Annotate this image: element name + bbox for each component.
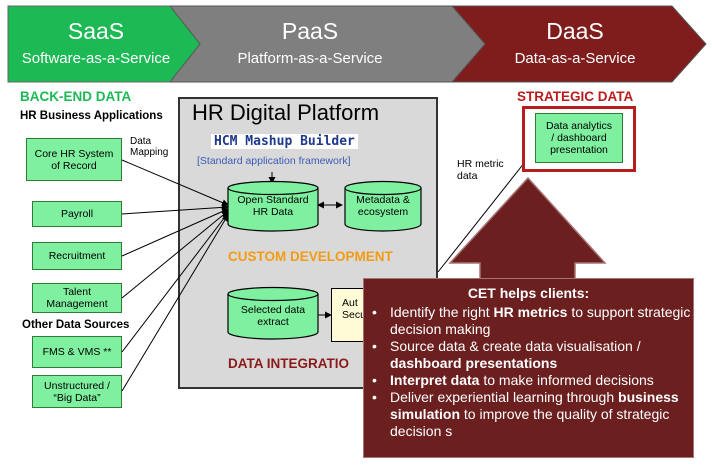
chevron-banner: [7, 5, 707, 83]
cet-bullet-text: to make informed decisions: [479, 372, 654, 388]
platform-title: HR Digital Platform: [192, 100, 380, 125]
cet-bullet-bold-text: business simulation: [390, 389, 679, 422]
cet-bullet-bold-text: dashboard presentations: [390, 355, 558, 371]
daas-title: DaaS: [546, 18, 604, 44]
backend-heading: BACK-END DATA: [20, 89, 132, 104]
up-arrow-icon: [448, 176, 607, 287]
cet-bullet-bold-text: HR metrics: [493, 304, 568, 320]
saas-subtitle: Software-as-a-Service: [21, 50, 171, 67]
cet-bullet-list: Identify the right HR metrics to support…: [364, 304, 693, 440]
saas-label: SaaS Software-as-a-Service: [10, 18, 182, 68]
big-data-box: Unstructured / “Big Data”: [32, 375, 122, 408]
fms-vms-box: FMS & VMS **: [32, 336, 122, 368]
cet-bullet-bold-text: Interpret data: [390, 372, 480, 388]
data-integration-label: DATA INTEGRATIO: [228, 356, 349, 371]
daas-subtitle: Data-as-a-Service: [514, 50, 636, 67]
cet-bullet-text: Identify the right: [390, 304, 494, 320]
cet-bullet: Source data & create data visualisation …: [364, 338, 693, 372]
cet-bullet: Interpret data to make informed decision…: [364, 372, 693, 389]
paas-title: PaaS: [281, 18, 339, 44]
dashboard-box: Data analytics / dashboard presentation: [535, 113, 623, 163]
data-mapping-label: Data Mapping: [130, 136, 169, 158]
metadata-db-icon: [344, 180, 422, 232]
daas-label: DaaS Data-as-a-Service: [490, 18, 660, 68]
open-standard-db-label: Open Standard HR Data: [237, 194, 309, 218]
talent-box: Talent Management: [32, 283, 122, 313]
daas-chevron: [450, 5, 707, 83]
other-sources-heading: Other Data Sources: [22, 319, 130, 331]
paas-subtitle: Platform-as-a-Service: [237, 50, 383, 67]
mashup-builder-logo: HCM Mashup Builder: [211, 134, 358, 149]
cet-bullet-text: Source data & create data visualisation …: [390, 338, 641, 354]
strategic-heading: STRATEGIC DATA: [517, 89, 634, 104]
selected-extract-db-icon: [227, 286, 319, 340]
cet-heading: CET helps clients:: [467, 285, 590, 301]
metadata-db-label: Metadata & ecosystem: [356, 194, 410, 218]
selected-extract-label: Selected data extract: [240, 304, 306, 328]
hr-metric-label: HR metric data: [457, 158, 504, 182]
custom-development-label: CUSTOM DEVELOPMENT: [228, 249, 393, 264]
cet-panel: CET helps clients: Identify the right HR…: [363, 278, 694, 458]
core-hr-box: Core HR System of Record: [26, 138, 122, 181]
cet-bullet: Identify the right HR metrics to support…: [364, 304, 693, 338]
paas-label: PaaS Platform-as-a-Service: [210, 18, 410, 68]
cet-bullet-text: Deliver experiential learning through: [390, 389, 619, 405]
cet-bullet-text: to support strategic decision making: [390, 304, 691, 337]
cet-bullet-text: to improve the quality of strategic deci…: [390, 406, 670, 439]
framework-label: [Standard application framework]: [197, 155, 351, 167]
payroll-box: Payroll: [32, 201, 122, 227]
saas-title: SaaS: [67, 18, 125, 44]
cet-bullet: Deliver experiential learning through bu…: [364, 389, 693, 440]
recruitment-box: Recruitment: [32, 242, 122, 270]
open-standard-db-icon: [227, 180, 319, 232]
backend-subheading: HR Business Applications: [20, 110, 163, 122]
